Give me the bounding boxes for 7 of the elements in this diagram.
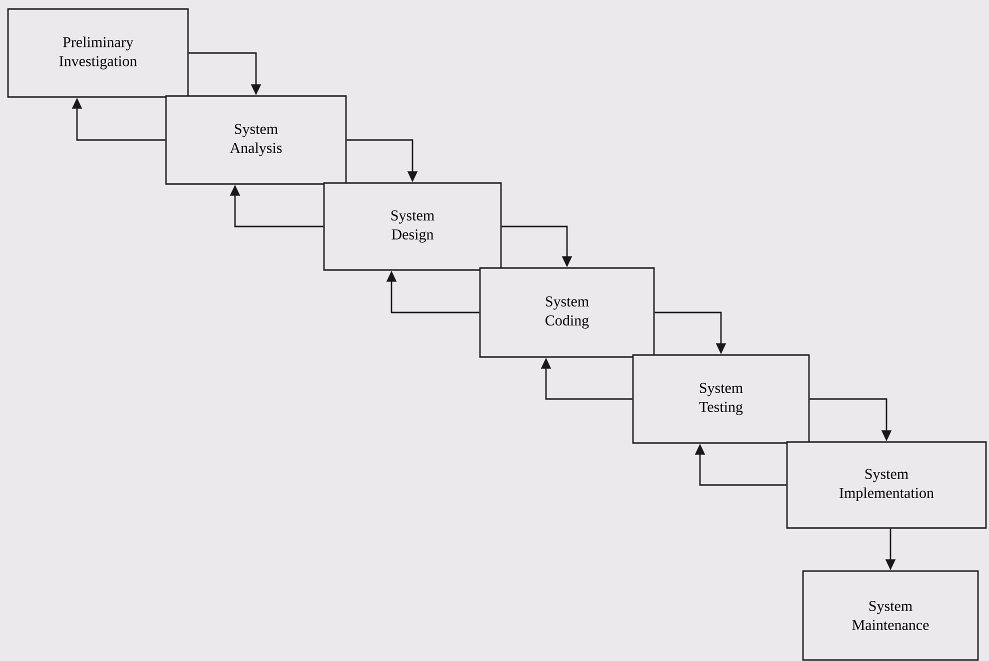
process-box: System Coding bbox=[479, 267, 655, 358]
process-box: System Maintenance bbox=[802, 570, 979, 661]
process-box: System Design bbox=[323, 182, 502, 271]
process-box: System Implementation bbox=[786, 441, 987, 529]
process-box: System Testing bbox=[632, 354, 810, 444]
process-box: Preliminary Investigation bbox=[7, 8, 189, 98]
process-box: System Analysis bbox=[165, 95, 347, 185]
